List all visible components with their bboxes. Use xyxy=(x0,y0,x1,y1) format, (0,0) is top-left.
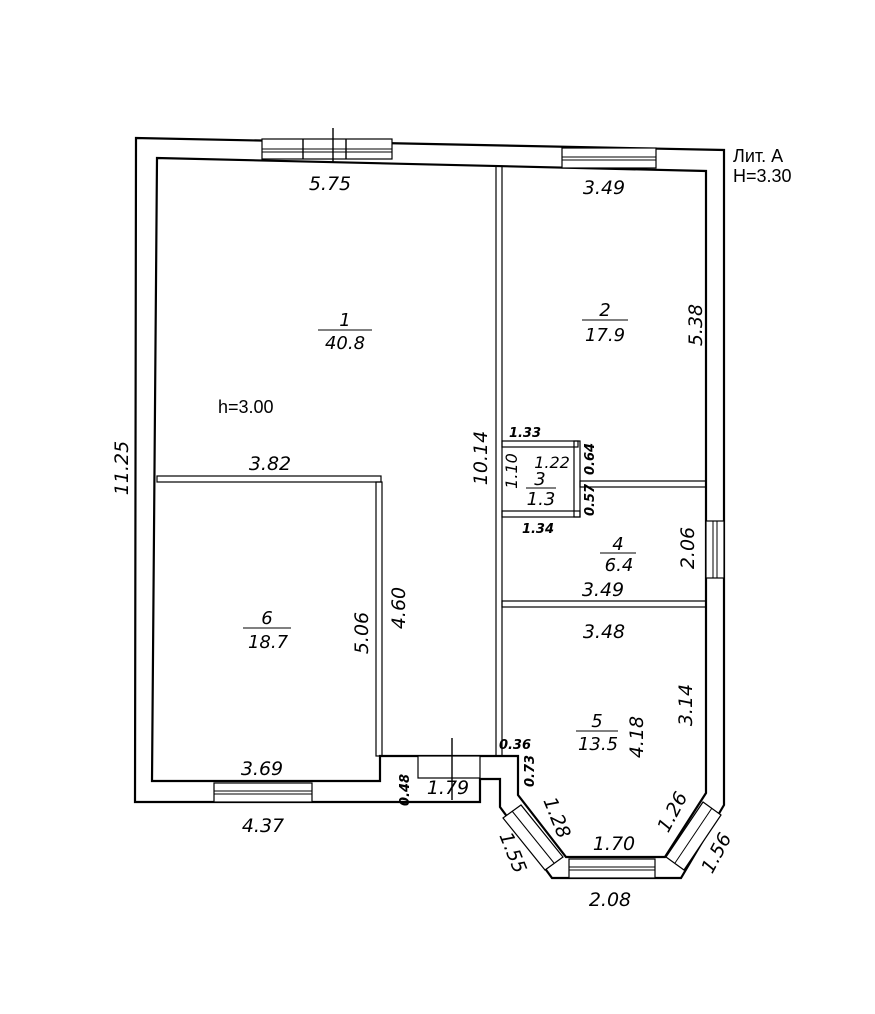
room-2-number: 2 xyxy=(599,300,610,321)
dim-corridor-4-60: 4.60 xyxy=(388,587,410,629)
room-4-area: 6.4 xyxy=(605,555,634,576)
partitions xyxy=(156,165,707,757)
dimensions: 5.75 3.49 5.38 11.25 10.14 3.82 5.06 4.6… xyxy=(111,173,736,911)
dim-r3-1-22: 1.22 xyxy=(534,453,570,472)
windows xyxy=(213,128,725,879)
dim-inner-10-14: 10.14 xyxy=(470,431,492,485)
dim-top-right: 3.49 xyxy=(583,177,625,199)
room-6: 6 18.7 xyxy=(243,608,291,653)
ceiling-height: h=3.00 xyxy=(218,397,274,417)
window-bay-left xyxy=(502,804,564,871)
dim-room6-top: 3.82 xyxy=(249,453,291,475)
dim-bottom-left: 4.37 xyxy=(242,815,284,837)
dim-room4-bottom: 3.49 xyxy=(582,579,624,601)
dim-room5-right: 3.14 xyxy=(675,684,697,726)
dim-r3-top: 1.33 xyxy=(509,426,541,441)
room-2-area: 17.9 xyxy=(585,325,625,346)
room-4: 4 6.4 xyxy=(600,534,636,576)
room-1: 1 40.8 xyxy=(318,310,372,354)
room-1-area: 40.8 xyxy=(325,333,365,354)
dim-bay-2-08: 2.08 xyxy=(589,889,631,911)
dim-r3-1-10: 1.10 xyxy=(502,453,521,489)
room-4-number: 4 xyxy=(612,534,623,555)
room-6-area: 18.7 xyxy=(248,632,289,653)
window-bay-right xyxy=(665,801,722,871)
dim-bay-1-70: 1.70 xyxy=(593,833,635,855)
room-3: 3 1.3 xyxy=(526,469,556,510)
window-top-right xyxy=(561,147,657,169)
room-1-number: 1 xyxy=(339,310,350,331)
dim-door-1-79: 1.79 xyxy=(427,777,469,799)
entrance-door xyxy=(417,755,481,779)
dim-right-room2: 5.38 xyxy=(685,304,707,346)
dim-room5-top: 3.48 xyxy=(583,621,625,643)
dim-room5-4-18: 4.18 xyxy=(626,716,648,758)
dim-room6-bottom: 3.69 xyxy=(241,758,283,780)
dim-r3-0-64: 0.64 xyxy=(583,443,598,475)
dim-room4-right: 2.06 xyxy=(677,527,699,569)
outer-walls xyxy=(133,136,726,880)
room-2: 2 17.9 xyxy=(582,300,628,346)
dim-r3-bottom: 1.34 xyxy=(522,522,554,537)
dim-left-total: 11.25 xyxy=(111,441,133,495)
room-3-number: 3 xyxy=(534,469,545,490)
dim-top-left: 5.75 xyxy=(309,173,351,195)
building-litera: Лит. А xyxy=(733,146,783,166)
room-6-number: 6 xyxy=(261,608,272,629)
dim-bay-0-36: 0.36 xyxy=(499,738,531,753)
dim-room6-right: 5.06 xyxy=(351,612,373,654)
dim-r3-0-57: 0.57 xyxy=(583,483,598,516)
room-5-area: 13.5 xyxy=(578,734,618,755)
window-bottom-left xyxy=(213,782,313,803)
building-height: H=3.30 xyxy=(733,166,792,186)
window-right xyxy=(705,520,725,579)
room-5-number: 5 xyxy=(591,711,602,732)
dim-step-0-48: 0.48 xyxy=(398,774,413,806)
room-5: 5 13.5 xyxy=(576,711,618,755)
dim-bay-0-73: 0.73 xyxy=(523,755,538,787)
window-bay-bottom xyxy=(568,858,656,879)
room-3-area: 1.3 xyxy=(527,489,556,510)
